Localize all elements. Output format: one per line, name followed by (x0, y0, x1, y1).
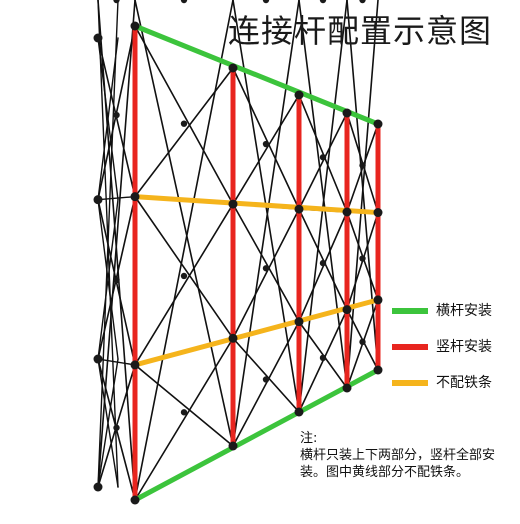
diagram-title: 连接杆配置示意图 (227, 12, 492, 50)
legend-label-no-iron: 不配铁条 (436, 375, 492, 391)
scissor-member (346, 0, 379, 371)
upper-yellow-bar (132, 194, 381, 216)
legend: 横杆安装 竖杆安装 不配铁条 (392, 300, 517, 408)
frame-joint (130, 21, 140, 31)
legend-swatch-red (392, 344, 428, 350)
scissor-member (232, 94, 300, 205)
frame-joint (228, 441, 238, 451)
frame-joint (228, 333, 238, 343)
scissor-member (134, 337, 234, 501)
side-brace (97, 198, 119, 360)
frame-joint (262, 140, 270, 148)
frame-rail (97, 358, 136, 366)
frame-joint (294, 90, 304, 100)
note-title: 注: (300, 431, 318, 446)
scissor-member (232, 67, 300, 210)
scissor-member (298, 0, 348, 413)
scissor-member (232, 208, 300, 340)
frame-joint (342, 207, 352, 217)
frame-joint (130, 360, 140, 370)
frame-joint (373, 119, 383, 129)
lower-yellow-bar (132, 297, 381, 368)
frame-joint (228, 63, 238, 73)
frame-joint (319, 0, 327, 4)
legend-item-vertical: 竖杆安装 (392, 336, 517, 358)
frame-joint (359, 338, 366, 346)
scissor-member (134, 364, 234, 447)
frame-joint (294, 204, 304, 214)
frame-joint (130, 192, 140, 202)
frame-joint (113, 424, 120, 431)
frame-joint (113, 276, 120, 284)
frame-joint (180, 409, 188, 416)
scissor-member (298, 0, 348, 389)
side-brace (97, 358, 119, 488)
frame-joint (113, 111, 120, 119)
scissor-member (298, 112, 348, 210)
frame-joint (113, 0, 120, 4)
frame-joint (373, 365, 383, 375)
scissor-member (134, 25, 234, 205)
frame-joint (342, 305, 352, 315)
frame-joint (180, 0, 188, 4)
scissor-member (134, 67, 234, 198)
frame-joint (262, 0, 270, 4)
bottom-horizontal-bar (132, 367, 381, 503)
frame-scissor-lines (97, 0, 379, 501)
scissor-member (134, 0, 234, 501)
top-horizontal-bar (132, 23, 381, 127)
frame-joint (262, 376, 270, 383)
frame-joint (180, 272, 188, 280)
scissor-member (232, 0, 300, 447)
frame-rail (97, 195, 136, 201)
scissor-member (232, 203, 300, 323)
frame-joint (373, 208, 383, 218)
frame-joint (180, 120, 188, 127)
scissor-member (134, 203, 234, 366)
legend-item-no-iron: 不配铁条 (392, 372, 517, 394)
frame-joints (93, 0, 383, 505)
scissor-member (298, 211, 348, 323)
scissor-member (134, 0, 234, 447)
note-body: 横杆只装上下两部分，竖杆全部安装。图中黄线部分不配铁条。 (300, 448, 496, 480)
frame-joint (319, 259, 327, 267)
scissor-member (232, 337, 300, 413)
legend-label-horizontal: 横杆安装 (436, 303, 492, 319)
frame-joint (262, 265, 270, 272)
side-brace (97, 0, 119, 488)
frame-joint (93, 482, 103, 492)
frame-joint (93, 195, 103, 205)
frame-joint (342, 108, 352, 118)
scissor-member (298, 208, 348, 311)
frame-joint (359, 0, 366, 4)
frame-joint (342, 383, 352, 393)
frame-joint (294, 407, 304, 417)
frame-joint (93, 354, 103, 364)
connector-bars (132, 23, 381, 503)
note: 注: 横杆只装上下两部分，竖杆全部安装。图中黄线部分不配铁条。 (300, 430, 516, 481)
frame-joint (319, 154, 327, 161)
frame-joint (373, 295, 383, 305)
frame-joint (228, 199, 238, 209)
scissor-member (298, 94, 348, 213)
frame-joint (359, 255, 366, 262)
frame-joint (294, 317, 304, 327)
legend-label-vertical: 竖杆安装 (436, 339, 492, 355)
legend-swatch-green (392, 308, 428, 314)
legend-swatch-yellow (392, 380, 428, 386)
frame-joint (319, 354, 327, 362)
frame-joint (93, 33, 103, 43)
frame-joint (130, 495, 140, 505)
legend-item-horizontal: 横杆安装 (392, 300, 517, 322)
scissor-member (134, 195, 234, 340)
frame-joint (359, 162, 366, 169)
